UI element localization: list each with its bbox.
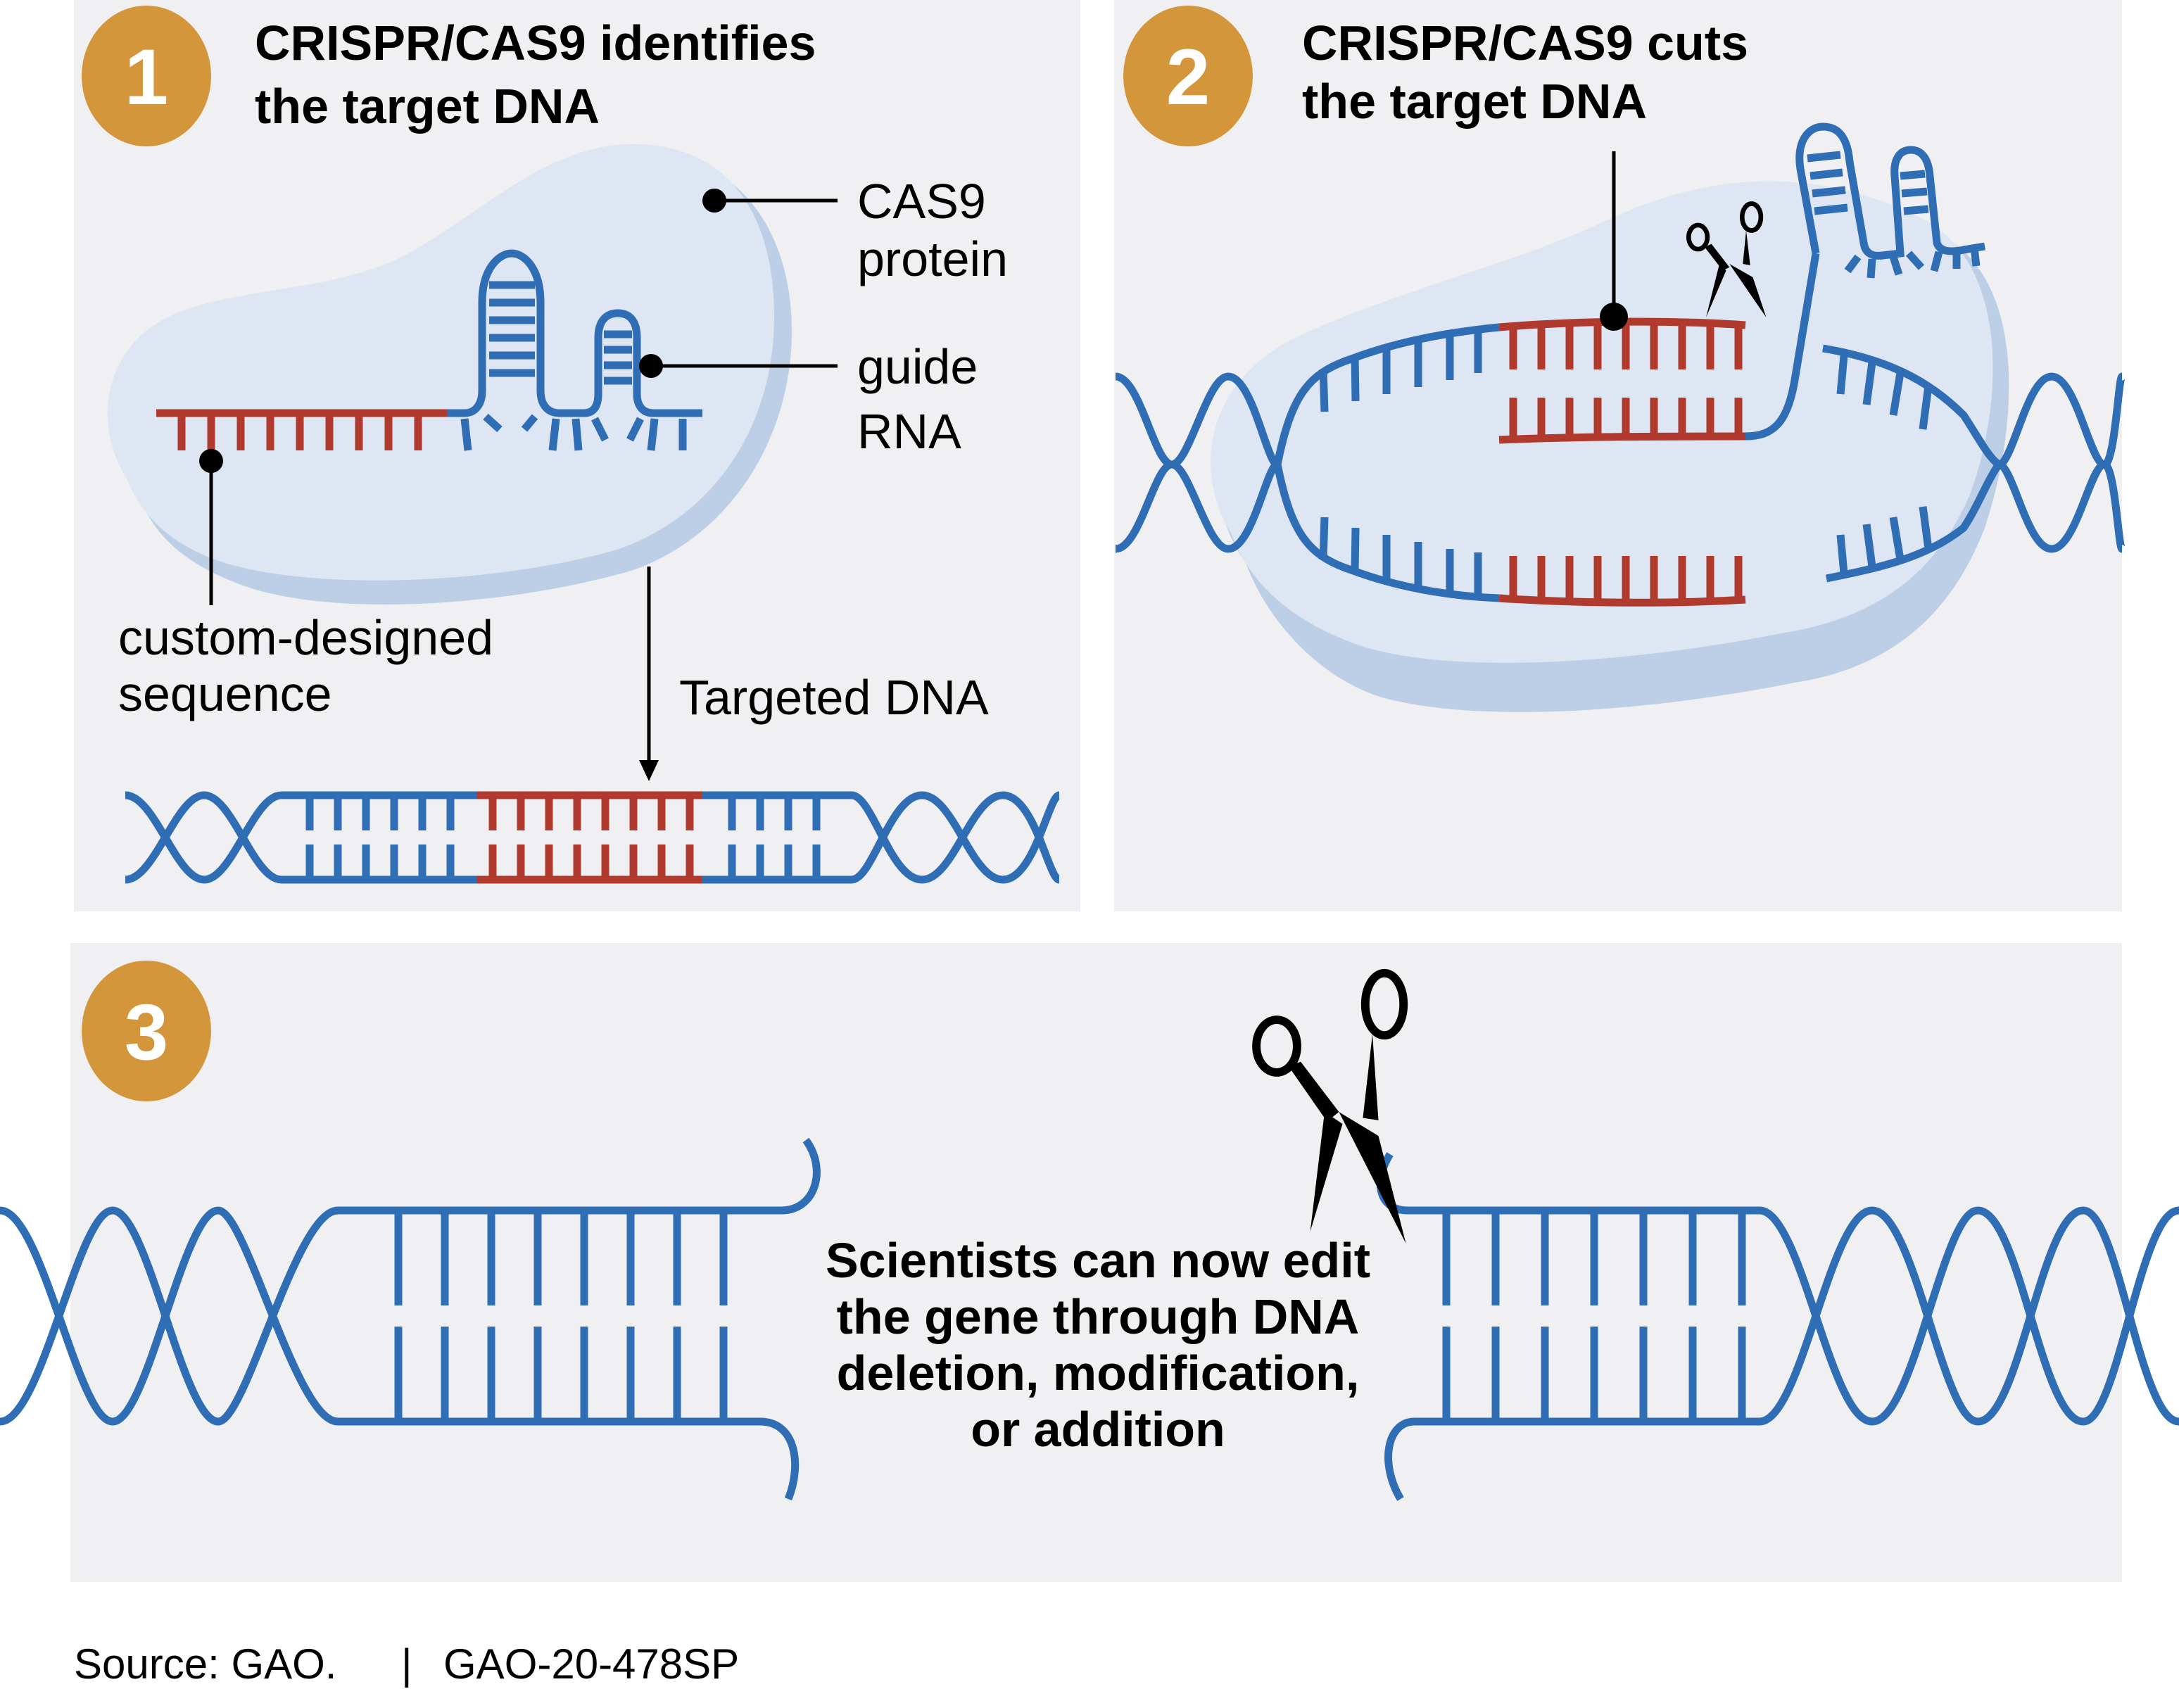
- guide-rna-hairpin-icon: [447, 249, 702, 451]
- step-2-number: 2: [1166, 33, 1210, 121]
- footer-source: Source: GAO.: [74, 1640, 336, 1688]
- step-3-badge: [82, 961, 211, 1101]
- cas9-label-line2: protein: [857, 232, 1008, 286]
- targeted-dna-label: Targeted DNA: [679, 670, 989, 725]
- footer-separator: |: [401, 1640, 412, 1688]
- step-1-badge: [82, 6, 211, 146]
- step-3-number: 3: [125, 988, 168, 1076]
- cas9-protein-blob-2: [1211, 181, 2009, 712]
- step-2-title-line2: the target DNA: [1302, 74, 1647, 129]
- panel-3-background: [70, 943, 2122, 1582]
- custom-sequence-label-line2: sequence: [118, 666, 332, 721]
- cas9-label-line1: CAS9: [857, 174, 986, 229]
- targeted-dna-helix: [125, 791, 1061, 884]
- custom-sequence: [156, 409, 447, 450]
- cas9-protein-blob: [107, 144, 792, 605]
- step-3: 3: [0, 961, 2179, 1501]
- step-1: 1 CRISPR/CAS9 identifies the target DNA: [82, 6, 1061, 884]
- footer-report-id: GAO-20-478SP: [443, 1640, 739, 1688]
- step-3-text-line3: deletion, modification,: [837, 1346, 1360, 1400]
- step-3-text-line1: Scientists can now edit: [826, 1233, 1370, 1288]
- targeted-dna-arrowhead: [639, 760, 659, 781]
- step-2: 2 CRISPR/CAS9 cuts the target DNA: [1114, 6, 2126, 712]
- dna-helix-opened: [1114, 253, 2126, 607]
- step-1-title-line2: the target DNA: [255, 79, 600, 134]
- step-2-title-line1: CRISPR/CAS9 cuts: [1302, 15, 1748, 70]
- step-2-badge: [1123, 6, 1253, 146]
- dna-helix-left: [0, 1137, 821, 1501]
- step-1-title-line1: CRISPR/CAS9 identifies: [255, 15, 816, 70]
- step-3-text-line4: or addition: [971, 1402, 1225, 1457]
- step-3-text-line2: the gene through DNA: [837, 1289, 1360, 1344]
- cut-callout-dot: [1600, 303, 1628, 331]
- footer: Source: GAO. | GAO-20-478SP: [74, 1640, 739, 1688]
- custom-sequence-label-line1: custom-designed: [118, 610, 493, 665]
- guide-rna-label-line1: guide: [857, 339, 978, 394]
- guide-rna-label-line2: RNA: [857, 404, 961, 459]
- guide-rna-hairpin-icon-2: [1795, 122, 1985, 279]
- step-1-number: 1: [125, 33, 168, 121]
- dna-helix-right: [1376, 1152, 2179, 1501]
